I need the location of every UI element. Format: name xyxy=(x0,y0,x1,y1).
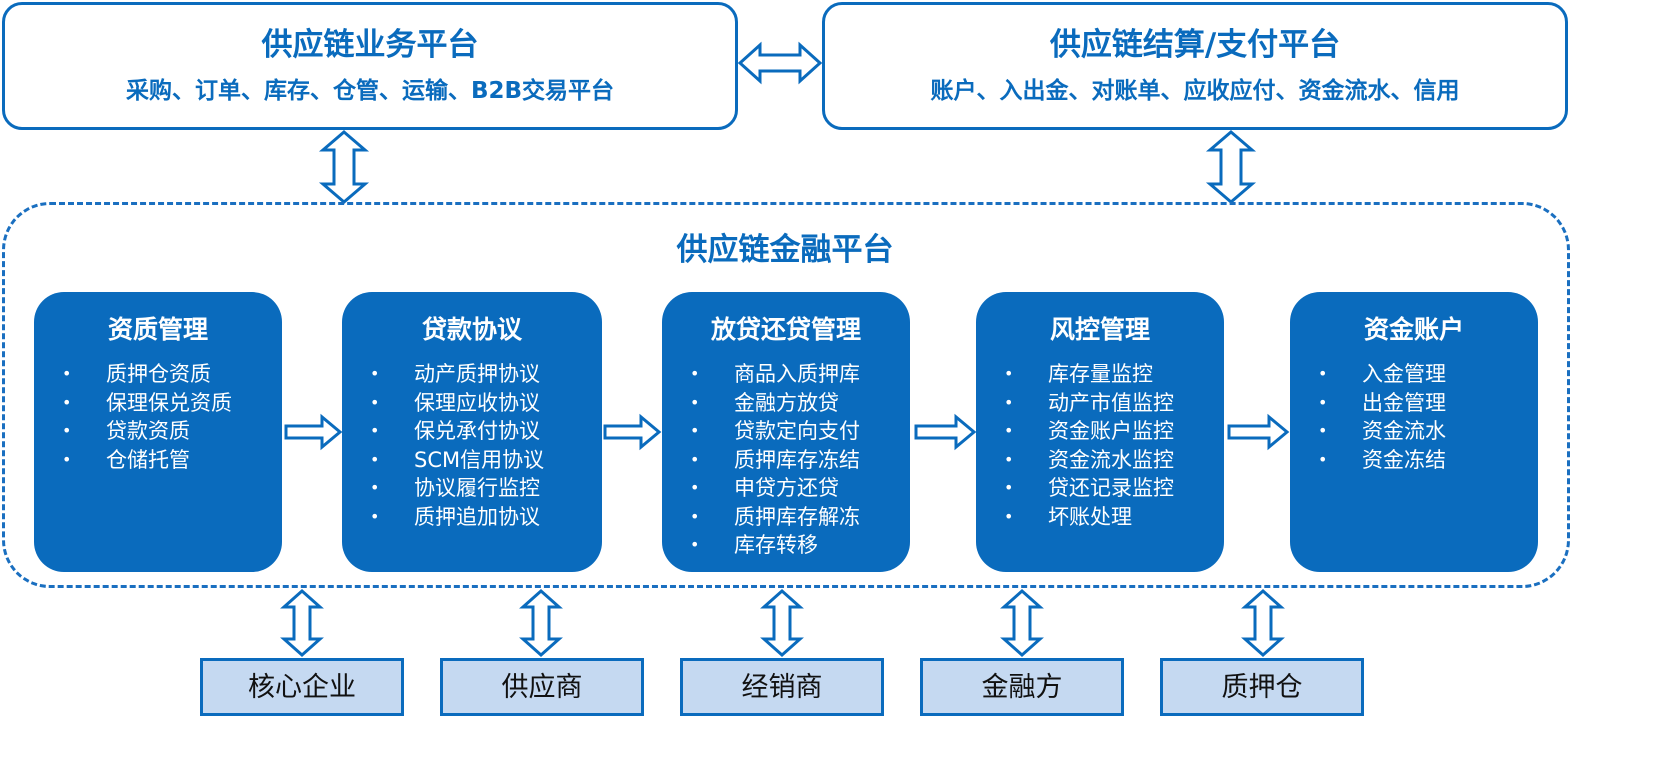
module-item: 贷还记录监控 xyxy=(1004,474,1224,503)
module-title: 风控管理 xyxy=(1049,315,1150,344)
module-title: 贷款协议 xyxy=(421,315,522,344)
arrow-right-icon xyxy=(1227,413,1290,451)
module-item: 资金账户监控 xyxy=(1004,417,1224,446)
participant-pledge-warehouse: 质押仓 xyxy=(1160,658,1364,716)
settlement-platform-title: 供应链结算/支付平台 xyxy=(1049,27,1341,63)
module-item: 资金流水 xyxy=(1318,417,1538,446)
business-platform-title: 供应链业务平台 xyxy=(261,27,479,63)
double-arrow-vertical-icon xyxy=(318,130,370,204)
module-item-list: 商品入质押库 金融方放贷 贷款定向支付 质押库存冻结 申贷方还贷 质押库存解冻 … xyxy=(690,360,910,560)
module-risk-control: 风控管理 库存量监控 动产市值监控 资金账户监控 资金流水监控 贷还记录监控 坏… xyxy=(976,292,1224,572)
module-item: SCM信用协议 xyxy=(370,446,602,475)
module-item: 保理保兑资质 xyxy=(62,389,282,418)
module-title: 资金账户 xyxy=(1363,315,1464,344)
module-item: 质押库存解冻 xyxy=(690,503,910,532)
finance-platform-frame xyxy=(2,202,1570,588)
module-item: 资金流水监控 xyxy=(1004,446,1224,475)
double-arrow-vertical-icon xyxy=(1205,130,1257,204)
module-fund-account: 资金账户 入金管理 出金管理 资金流水 资金冻结 xyxy=(1290,292,1538,572)
module-item: 贷款定向支付 xyxy=(690,417,910,446)
double-arrow-horizontal-icon xyxy=(737,41,823,85)
module-loan-agreement: 贷款协议 动产质押协议 保理应收协议 保兑承付协议 SCM信用协议 协议履行监控… xyxy=(342,292,602,572)
settlement-platform-subtitle: 账户、入出金、对账单、应收应付、资金流水、信用 xyxy=(930,78,1460,104)
module-item-list: 质押仓资质 保理保兑资质 贷款资质 仓储托管 xyxy=(62,360,282,475)
module-item: 库存转移 xyxy=(690,531,910,560)
arrow-right-icon xyxy=(603,413,662,451)
module-item: 协议履行监控 xyxy=(370,474,602,503)
participant-core-enterprise: 核心企业 xyxy=(200,658,404,716)
module-qualification: 资质管理 质押仓资质 保理保兑资质 贷款资质 仓储托管 xyxy=(34,292,282,572)
module-item: 入金管理 xyxy=(1318,360,1538,389)
module-item: 质押库存冻结 xyxy=(690,446,910,475)
module-item: 贷款资质 xyxy=(62,417,282,446)
module-item: 库存量监控 xyxy=(1004,360,1224,389)
double-arrow-vertical-icon xyxy=(1241,588,1285,658)
module-item: 保兑承付协议 xyxy=(370,417,602,446)
module-item: 金融方放贷 xyxy=(690,389,910,418)
module-item: 质押追加协议 xyxy=(370,503,602,532)
double-arrow-vertical-icon xyxy=(519,588,563,658)
participant-supplier: 供应商 xyxy=(440,658,644,716)
module-item: 动产质押协议 xyxy=(370,360,602,389)
participant-financier: 金融方 xyxy=(920,658,1124,716)
module-item: 坏账处理 xyxy=(1004,503,1224,532)
module-item: 资金冻结 xyxy=(1318,446,1538,475)
module-item: 申贷方还贷 xyxy=(690,474,910,503)
finance-platform-title: 供应链金融平台 xyxy=(676,232,894,268)
module-item: 仓储托管 xyxy=(62,446,282,475)
arrow-right-icon xyxy=(284,413,343,451)
business-platform-box: 供应链业务平台 采购、订单、库存、仓管、运输、B2B交易平台 xyxy=(2,2,738,130)
module-item-list: 库存量监控 动产市值监控 资金账户监控 资金流水监控 贷还记录监控 坏账处理 xyxy=(1004,360,1224,532)
double-arrow-vertical-icon xyxy=(280,588,324,658)
module-title: 放贷还贷管理 xyxy=(710,315,861,344)
module-title: 资质管理 xyxy=(107,315,208,344)
module-item-list: 动产质押协议 保理应收协议 保兑承付协议 SCM信用协议 协议履行监控 质押追加… xyxy=(370,360,602,532)
module-lending-repayment: 放贷还贷管理 商品入质押库 金融方放贷 贷款定向支付 质押库存冻结 申贷方还贷 … xyxy=(662,292,910,572)
double-arrow-vertical-icon xyxy=(1000,588,1044,658)
business-platform-subtitle: 采购、订单、库存、仓管、运输、B2B交易平台 xyxy=(125,78,615,104)
module-item-list: 入金管理 出金管理 资金流水 资金冻结 xyxy=(1318,360,1538,475)
module-item: 商品入质押库 xyxy=(690,360,910,389)
module-item: 保理应收协议 xyxy=(370,389,602,418)
participant-distributor: 经销商 xyxy=(680,658,884,716)
settlement-platform-box: 供应链结算/支付平台 账户、入出金、对账单、应收应付、资金流水、信用 xyxy=(822,2,1568,130)
module-item: 质押仓资质 xyxy=(62,360,282,389)
module-item: 出金管理 xyxy=(1318,389,1538,418)
module-item: 动产市值监控 xyxy=(1004,389,1224,418)
double-arrow-vertical-icon xyxy=(760,588,804,658)
arrow-right-icon xyxy=(914,413,977,451)
